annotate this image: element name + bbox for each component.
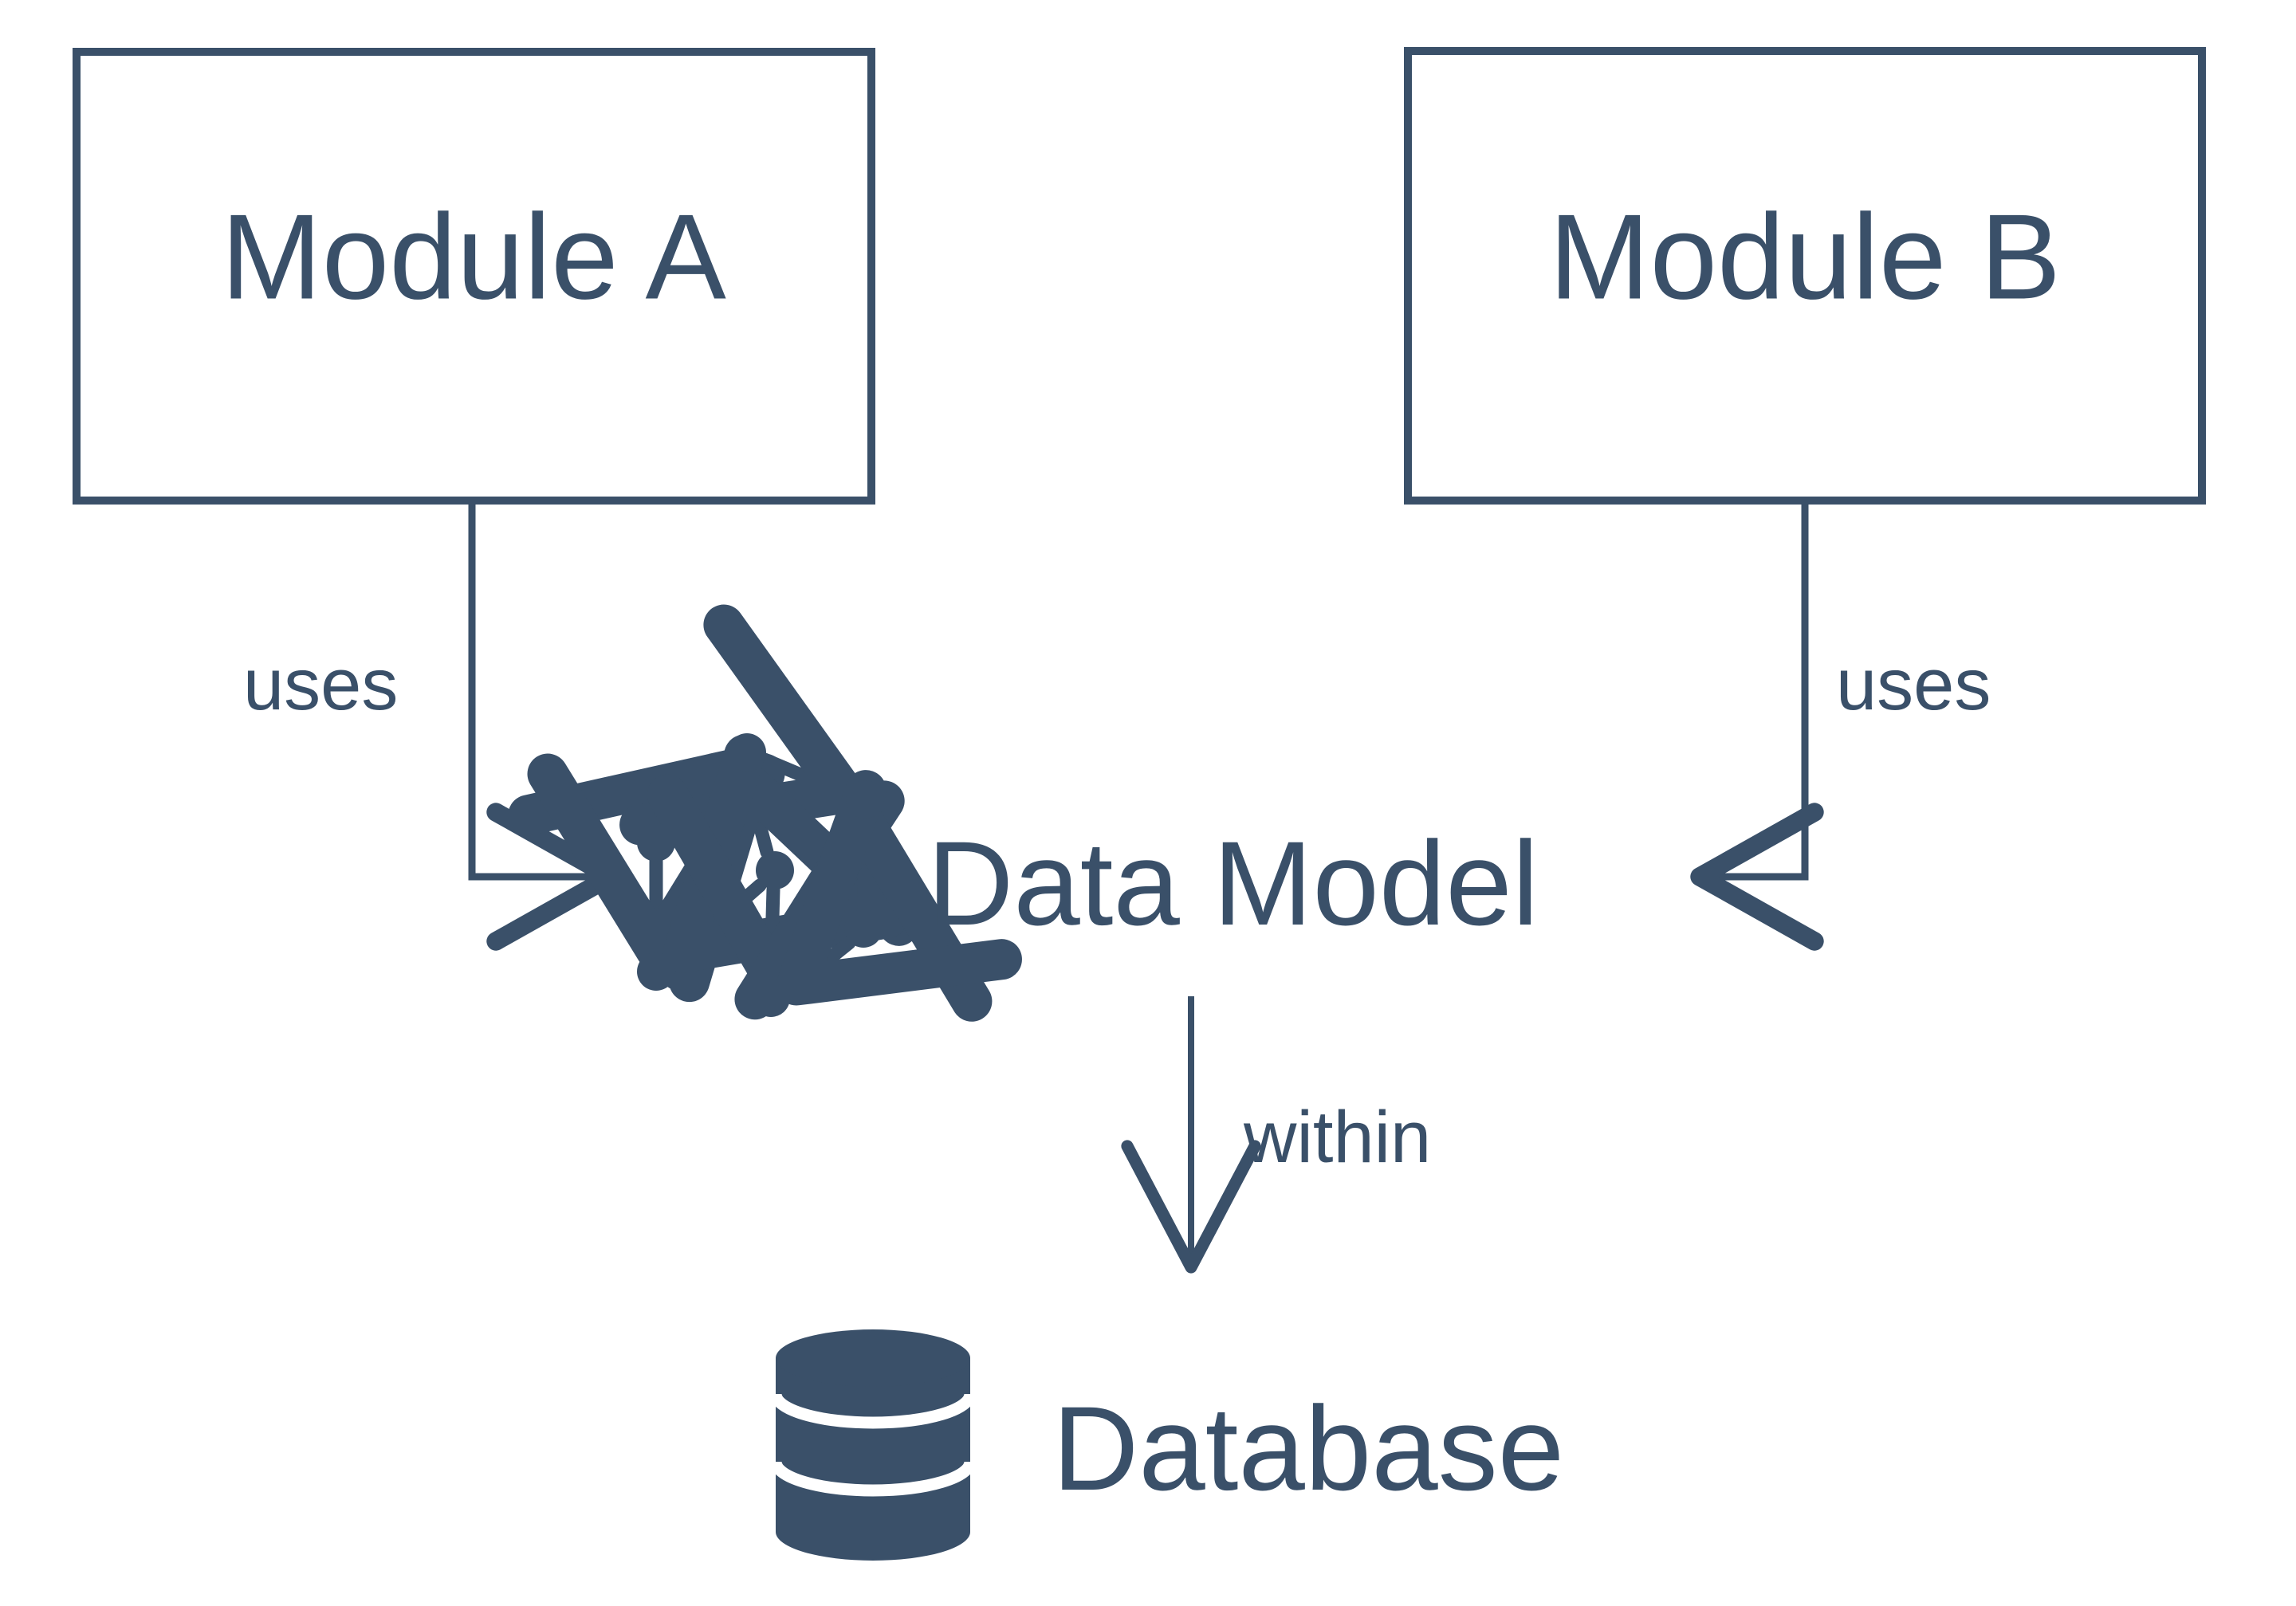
module-a-label: Module A: [221, 189, 726, 324]
edge-module-b-path: [1690, 501, 1824, 951]
graph-node-g3: [846, 780, 884, 819]
database-top-cap: [776, 1329, 970, 1387]
graph-edge-g5-g3: [734, 803, 993, 1022]
graph-network-icon: [508, 604, 1022, 1022]
graph-node-g5: [844, 909, 883, 948]
graph-edge-g4-g7: [647, 774, 905, 995]
graph-edge-g4-g1: [669, 763, 919, 1003]
edge-module-b-uses-data-model: uses: [1690, 501, 1991, 951]
database-band-2: [769, 1461, 977, 1497]
data-model-label: Data Model: [927, 816, 1539, 950]
graph-edge-g4-g6: [662, 734, 908, 973]
graph-node-g1: [728, 733, 766, 772]
module-a-node[interactable]: Module A: [73, 48, 875, 505]
database-band-1: [769, 1393, 977, 1429]
edge-label-uses-right: uses: [1836, 644, 1991, 725]
edge-label-within: within: [1243, 1097, 1431, 1178]
graph-node-g2: [637, 823, 675, 862]
edge-label-uses-left: uses: [243, 644, 398, 725]
graph-edge-g2-g1: [508, 749, 751, 991]
edge-module-a-uses-data-model: uses: [243, 501, 620, 951]
graph-node-g7: [752, 979, 790, 1017]
graph-edge-g5-g7: [776, 770, 1022, 1006]
database-cylinder-icon: [769, 1329, 977, 1561]
database-body: [776, 1358, 970, 1561]
database-label: Database: [1052, 1381, 1564, 1515]
module-b-node[interactable]: Module B: [1404, 47, 2206, 505]
edge-data-model-within-database: within: [1121, 996, 1431, 1274]
graph-node-g4: [756, 851, 794, 889]
graph-node-g6: [637, 952, 675, 991]
edge-module-a-path: [468, 501, 620, 951]
graph-edge-g1-g3: [619, 604, 865, 846]
module-b-label: Module B: [1549, 189, 2061, 324]
